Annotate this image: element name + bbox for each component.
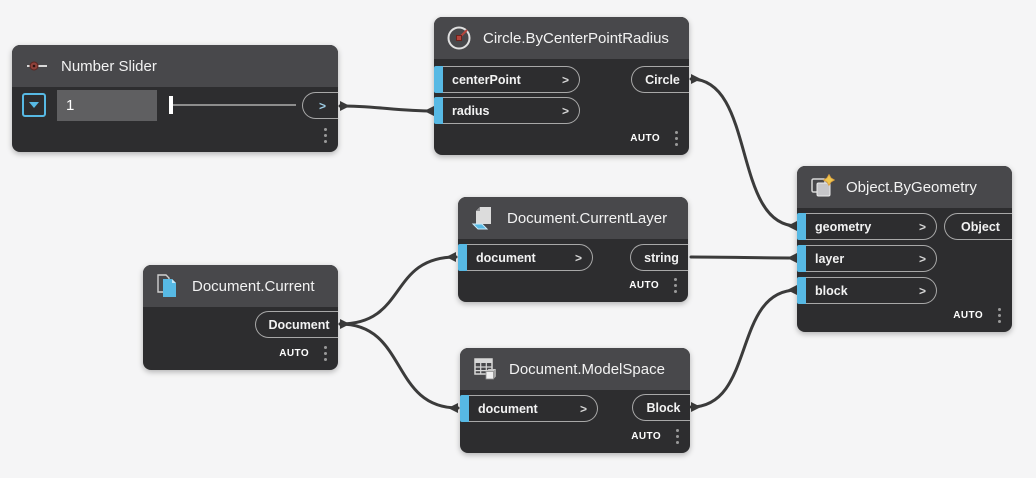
node-title: Circle.ByCenterPointRadius [483, 29, 669, 47]
wire[interactable] [689, 255, 799, 260]
lacing-indicator[interactable]: AUTO [279, 348, 309, 359]
slider-type-dropdown[interactable] [22, 93, 46, 117]
output-port-value[interactable]: > [302, 92, 338, 119]
input-port-document[interactable]: document> [458, 244, 593, 271]
wire[interactable] [338, 104, 436, 113]
node-title: Document.Current [192, 277, 315, 295]
node-header[interactable]: Number Slider [12, 45, 338, 87]
wire[interactable] [689, 288, 799, 409]
output-port-circle[interactable]: Circle [631, 66, 689, 93]
port-connector-tab[interactable] [458, 244, 467, 271]
input-port-document[interactable]: document> [460, 395, 598, 422]
number-slider-icon [24, 53, 50, 79]
input-port-geometry[interactable]: geometry> [797, 213, 937, 240]
node-object-bygeometry[interactable]: Object.ByGeometry geometry> layer> block… [797, 166, 1012, 332]
port-connector-tab[interactable] [434, 66, 443, 93]
port-connector-tab[interactable] [797, 245, 806, 272]
output-port-block[interactable]: Block [632, 394, 690, 421]
slider-handle[interactable] [169, 96, 173, 114]
node-header[interactable]: Document.ModelSpace [460, 348, 690, 390]
wire-connector-nubs [340, 74, 797, 413]
slider-track[interactable] [169, 96, 296, 114]
node-title: Number Slider [61, 57, 157, 75]
node-menu-button[interactable] [674, 427, 681, 446]
node-document-currentlayer[interactable]: Document.CurrentLayer document> string A… [458, 197, 688, 302]
output-port-document[interactable]: Document [255, 311, 338, 338]
wire[interactable] [338, 322, 460, 410]
input-port-block[interactable]: block> [797, 277, 937, 304]
wire[interactable] [338, 255, 458, 326]
node-menu-button[interactable] [996, 306, 1003, 325]
input-port-radius[interactable]: radius> [434, 97, 580, 124]
node-header[interactable]: Document.CurrentLayer [458, 197, 688, 239]
port-connector-tab[interactable] [797, 277, 806, 304]
output-port-string[interactable]: string [630, 244, 688, 271]
circle-icon [446, 25, 472, 51]
node-menu-button[interactable] [322, 344, 329, 363]
node-menu-button[interactable] [672, 276, 679, 295]
node-menu-button[interactable] [322, 126, 329, 145]
document-current-icon [155, 273, 181, 299]
lacing-indicator[interactable]: AUTO [631, 431, 661, 442]
lacing-indicator[interactable]: AUTO [629, 280, 659, 291]
node-title: Object.ByGeometry [846, 178, 977, 196]
node-menu-button[interactable] [673, 129, 680, 148]
port-connector-tab[interactable] [434, 97, 443, 124]
lacing-indicator[interactable]: AUTO [630, 133, 660, 144]
node-header[interactable]: Document.Current [143, 265, 338, 307]
object-star-icon [809, 174, 835, 200]
output-port-object[interactable]: Object [944, 213, 1012, 240]
node-document-current[interactable]: Document.Current Document AUTO [143, 265, 338, 370]
node-header[interactable]: Object.ByGeometry [797, 166, 1012, 208]
wire[interactable] [689, 77, 799, 228]
node-circle-bycenterpointradius[interactable]: Circle.ByCenterPointRadius centerPoint> … [434, 17, 689, 155]
lacing-indicator[interactable]: AUTO [953, 310, 983, 321]
input-port-layer[interactable]: layer> [797, 245, 937, 272]
port-connector-tab[interactable] [460, 395, 469, 422]
node-title: Document.ModelSpace [509, 360, 665, 378]
modelspace-table-icon [472, 356, 498, 382]
chevron-down-icon [29, 102, 39, 108]
input-port-centerpoint[interactable]: centerPoint> [434, 66, 580, 93]
node-number-slider[interactable]: Number Slider > [12, 45, 338, 152]
node-title: Document.CurrentLayer [507, 209, 668, 227]
node-document-modelspace[interactable]: Document.ModelSpace document> Block AUTO [460, 348, 690, 453]
slider-value-input[interactable] [57, 89, 157, 121]
port-connector-tab[interactable] [797, 213, 806, 240]
document-layer-icon [470, 205, 496, 231]
node-header[interactable]: Circle.ByCenterPointRadius [434, 17, 689, 59]
